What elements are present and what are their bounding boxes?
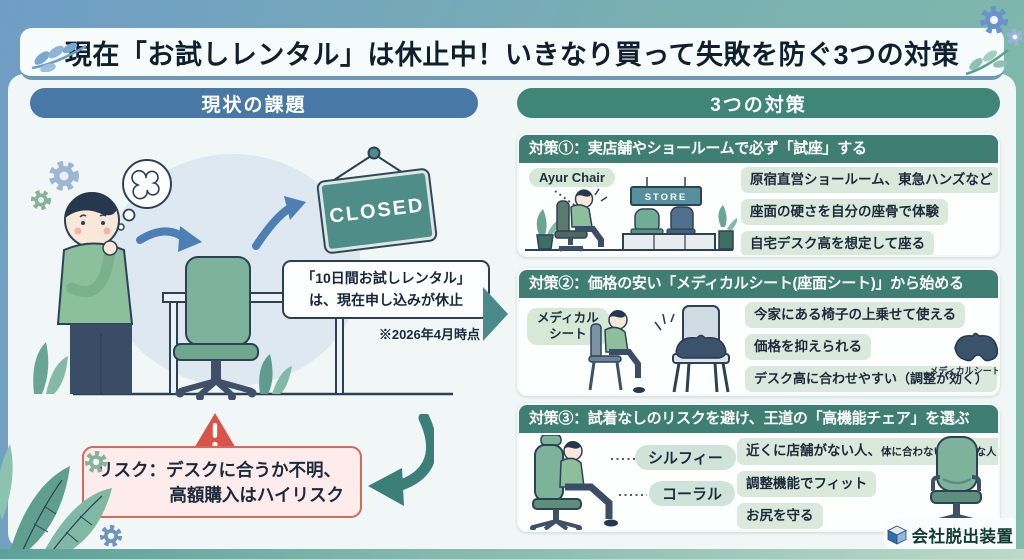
right-panel-title: 3つの対策 — [710, 94, 807, 116]
gear-icon-green — [85, 451, 107, 473]
office-chair — [173, 256, 259, 400]
leader-dots-icon — [619, 494, 647, 496]
cushion-icon — [954, 332, 998, 362]
leader-dots-icon — [554, 190, 578, 208]
bullet: 今家にある椅子の上乗せて使える — [745, 302, 966, 328]
left-panel-title: 現状の課題 — [201, 94, 307, 116]
suspension-notice-line1: 「10日間お試しレンタル」 — [301, 270, 471, 286]
page-title: 現在「お試しレンタル」は休止中！いきなり買って失敗を防ぐ3つの対策 — [64, 39, 960, 70]
chair-with-cushion — [672, 305, 730, 393]
brand-badge: 会社脱出装置 — [884, 518, 1016, 552]
countermeasure-1-card: 対策①：実店舗やショールームで必ず「試座」する Ayur Chair — [517, 133, 1000, 257]
bottom-band — [0, 549, 1024, 559]
cube-logo-icon — [886, 525, 907, 545]
arrow-to-closed-icon — [252, 196, 306, 250]
brand-name: 会社脱出装置 — [911, 528, 1014, 546]
plant-left-icon — [33, 342, 68, 394]
bullet: お尻を守る — [737, 503, 823, 529]
risk-line1: リスク：デスクに合うか不明、 — [96, 460, 341, 480]
svg-text:STORE: STORE — [645, 192, 688, 203]
product-label-ayur-chair: Ayur Chair — [529, 168, 615, 187]
showroom-scene: STORE — [525, 177, 737, 252]
title-bar: 現在「お試しレンタル」は休止中！いきなり買って失敗を防ぐ3つの対策 — [20, 28, 1004, 80]
high-function-chair-scene — [530, 435, 618, 530]
thinking-man — [56, 192, 134, 394]
bullet: 自宅デスク高を想定して座る — [741, 231, 935, 255]
risk-callout: リスク：デスクに合うか不明、 高額購入はハイリスク — [82, 446, 362, 518]
leaves-bottom-left-icon — [0, 444, 112, 559]
product-label-coral: コーラル — [649, 481, 736, 506]
bullet: デスク高に合わせやすい（調整が効く） — [745, 366, 998, 392]
countermeasure-1-title: 対策①：実店舗やショールームで必ず「試座」する — [519, 135, 998, 163]
suspension-notice: 「10日間お試しレンタル」 は、現在申し込みが休止 — [282, 260, 490, 320]
display-chairs — [630, 206, 696, 235]
suspension-notice-line2: は、現在申し込みが休止 — [309, 291, 463, 308]
flow-arrow-icon — [483, 287, 508, 341]
seated-customer — [554, 188, 608, 252]
leaf-branch-left-icon — [31, 42, 87, 72]
warning-icon — [195, 413, 235, 453]
bullet: 原宿直営ショールーム、東急ハンズなど — [741, 167, 998, 193]
closed-sign-text: CLOSED — [328, 193, 426, 228]
medical-seat-scene — [588, 305, 730, 393]
bullet: 価格を抑えられる — [745, 334, 871, 360]
plant-icon-right — [718, 205, 737, 250]
closed-sign: CLOSED — [318, 169, 436, 253]
plant-right-icon — [259, 354, 292, 394]
arrow-to-risk-icon — [368, 414, 434, 506]
office-chair-right-icon — [921, 436, 991, 530]
leaf-branch-right-icon — [965, 49, 1009, 76]
plant-icon — [536, 209, 561, 250]
countermeasure-3-title: 対策③：試着なしのリスクを避け、王道の「高機能チェア」を選ぶ — [519, 405, 998, 433]
countermeasure-2-card: 対策②：価格の安い「メディカルシート(座面シート)」から始める メディカル シー… — [517, 268, 1000, 396]
gear-icon-blue — [100, 525, 122, 547]
right-panel-header: 3つの対策 — [517, 88, 1000, 118]
gear-icons-left-scene — [31, 161, 79, 210]
thought-bubble-icon — [117, 159, 172, 231]
product-label-sylphy: シルフィー — [635, 445, 736, 470]
countermeasure-2-title: 対策②：価格の安い「メディカルシート(座面シート)」から始める — [519, 270, 998, 298]
cushion-caption: メディカルシート — [929, 366, 1000, 376]
store-sign: STORE — [630, 177, 702, 206]
risk-line2: 高額購入はハイリスク — [169, 485, 344, 505]
showroom-counter — [622, 233, 716, 251]
arrow-to-chair-icon — [136, 226, 202, 252]
sparkle-icon — [654, 313, 675, 331]
thinking-man-scene — [31, 154, 453, 400]
bullet: 調整機能でフィット — [737, 471, 877, 497]
gear-icons-top-right — [980, 6, 1022, 46]
seated-person — [588, 310, 645, 393]
countermeasure-3-card: 対策③：試着なしのリスクを避け、王道の「高機能チェア」を選ぶ シルフィー — [517, 403, 1000, 532]
as-of-note: ※2026年4月時点 — [378, 327, 480, 342]
bullet: 座面の硬さを自分の座骨で体験 — [741, 199, 948, 225]
left-panel-header: 現状の課題 — [30, 88, 478, 118]
leader-dots-icon — [611, 458, 635, 460]
